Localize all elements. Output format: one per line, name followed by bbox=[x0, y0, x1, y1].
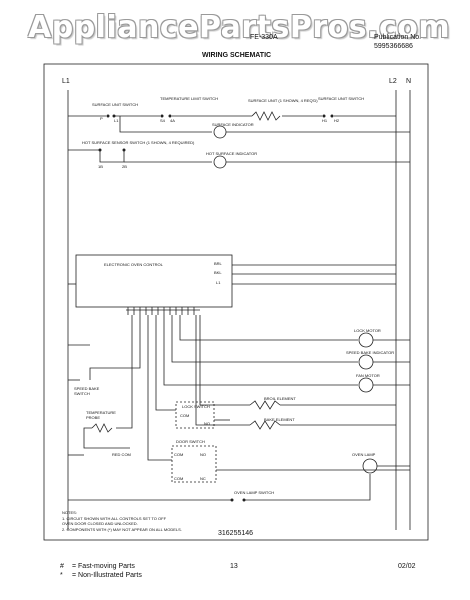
terminal-p: P bbox=[100, 116, 103, 121]
door-switch-com: COM bbox=[174, 452, 184, 457]
door-switch-no: NO bbox=[200, 452, 206, 457]
terminal-1b: 1B bbox=[98, 164, 103, 169]
legend-fast-moving: = Fast-moving Parts bbox=[72, 563, 135, 570]
temperature-probe-symbol bbox=[91, 423, 113, 433]
label-hot-surface-sensor: HOT SURFACE SENSOR SWITCH (1 SHOWN, 4 RE… bbox=[82, 140, 195, 145]
schematic-frame bbox=[43, 63, 429, 541]
note-1: 1. CIRCUIT SHOWN WITH ALL CONTROLS SET T… bbox=[62, 516, 167, 521]
bake-element-symbol bbox=[249, 420, 281, 430]
label-speed-bake-switch: SPEED BAKE SWITCH bbox=[74, 386, 100, 396]
label-bake-element: BAKE ELEMENT bbox=[264, 417, 295, 422]
label-bkl: BKL bbox=[214, 270, 222, 275]
rail-n-label: N bbox=[406, 78, 412, 85]
rail-l1-label: L1 bbox=[62, 78, 70, 85]
label-surface-unit-switch-right: SURFACE UNIT SWITCH bbox=[318, 96, 365, 101]
legend-non-illustrated: = Non-Illustrated Parts bbox=[72, 572, 142, 579]
broil-element-symbol bbox=[249, 400, 281, 410]
lock-switch-no: NO bbox=[204, 421, 210, 426]
legend-non-illustrated-symbol: * bbox=[60, 572, 63, 579]
terminal-4a: 4A bbox=[170, 118, 175, 123]
legend-fast-moving-symbol: # bbox=[60, 563, 64, 570]
speed-bake-indicator-lamp bbox=[358, 354, 374, 370]
diagram-title: WIRING SCHEMATIC bbox=[202, 52, 272, 59]
footer-date: 02/02 bbox=[398, 563, 416, 570]
label-oven-lamp: OVEN LAMP bbox=[352, 452, 376, 457]
label-l1-control: L1 bbox=[216, 280, 221, 285]
label-red-com: RED COM bbox=[112, 452, 131, 457]
diagram-part-number: 316255146 bbox=[218, 530, 254, 537]
door-switch-nc: NC bbox=[200, 476, 206, 481]
electronic-oven-control-box bbox=[75, 254, 233, 308]
note-2: 2. COMPONENTS WITH (*) MAY NOT APPEAR ON… bbox=[62, 527, 182, 532]
note-1b: OVEN DOOR CLOSED AND UNLOCKED. bbox=[62, 521, 138, 526]
label-electronic-oven-control: ELECTRONIC OVEN CONTROL bbox=[104, 262, 163, 267]
label-lock-motor: LOCK MOTOR bbox=[354, 328, 381, 333]
rail-l2-label: L2 bbox=[389, 78, 397, 85]
publication-number: 5995366686 bbox=[374, 43, 413, 50]
label-temperature-probe: TEMPERATURE PROBE bbox=[86, 410, 116, 420]
label-broil-element: BROIL ELEMENT bbox=[264, 396, 296, 401]
label-surface-unit-switch: SURFACE UNIT SWITCH bbox=[92, 102, 139, 107]
surface-indicator-lamp bbox=[213, 125, 227, 139]
label-brl: BRL bbox=[214, 261, 222, 266]
label-temperature-limit-switch: TEMPERATURE LIMIT SWITCH bbox=[160, 96, 219, 101]
model-number: FE-330A bbox=[250, 34, 278, 41]
notes-heading: NOTES: bbox=[62, 510, 77, 515]
fan-motor-symbol bbox=[358, 377, 374, 393]
terminal-s4: S4 bbox=[160, 118, 165, 123]
oven-lamp-symbol bbox=[362, 458, 378, 474]
surface-unit-element bbox=[251, 111, 281, 121]
label-speed-bake-indicator: SPEED BAKE INDICATOR bbox=[346, 350, 395, 355]
watermark-logo: AppliancePartsPros.com bbox=[28, 10, 451, 45]
label-oven-lamp-switch: OVEN LAMP SWITCH bbox=[234, 490, 275, 495]
label-hot-surface-indicator: HOT SURFACE INDICATOR bbox=[206, 151, 258, 156]
terminal-h1: H1 bbox=[322, 118, 328, 123]
label-surface-unit: SURFACE UNIT (1 SHOWN, 4 REQ'D) bbox=[248, 98, 318, 103]
publication-label: Publication No. bbox=[374, 34, 422, 41]
label-surface-indicator: SURFACE INDICATOR bbox=[212, 122, 254, 127]
terminal-l1: L1 bbox=[114, 118, 119, 123]
label-door-switch: DOOR SWITCH bbox=[176, 439, 205, 444]
terminal-2b: 2B bbox=[122, 164, 127, 169]
door-switch-box bbox=[171, 445, 217, 483]
door-switch-com-bottom: COM bbox=[174, 476, 184, 481]
hot-surface-indicator-lamp bbox=[213, 155, 227, 169]
label-lock-switch: LOCK SWITCH bbox=[182, 404, 210, 409]
page-number: 13 bbox=[230, 563, 238, 570]
lock-motor-symbol bbox=[358, 332, 374, 348]
label-fan-motor: FAN MOTOR bbox=[356, 373, 380, 378]
terminal-h2: H2 bbox=[334, 118, 340, 123]
lock-switch-com: COM bbox=[180, 413, 190, 418]
